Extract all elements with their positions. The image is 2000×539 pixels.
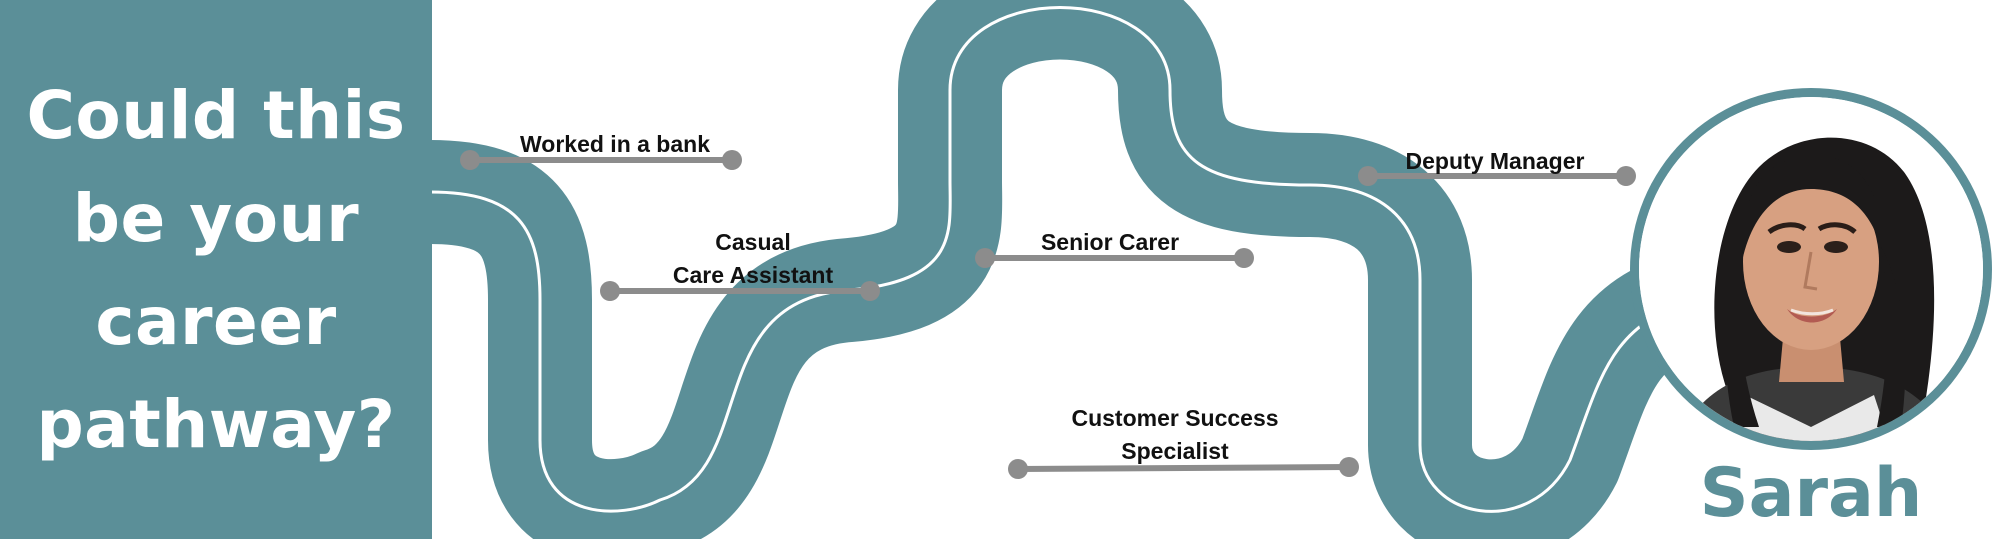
milestone-label-line: Senior Carer bbox=[1040, 229, 1180, 255]
milestone-label-line: Worked in a bank bbox=[519, 131, 710, 157]
milestone-label-line: Casual bbox=[715, 229, 791, 255]
milestone-customer-success-specialist-label: Customer Success Specialist bbox=[1050, 402, 1300, 468]
connector-worked-in-a-bank-end-dot bbox=[722, 150, 742, 170]
connector-customer-success-line bbox=[1017, 464, 1350, 472]
milestone-label-line: Care Assistant bbox=[672, 262, 834, 288]
connector-deputy-manager-end-dot bbox=[1616, 166, 1636, 186]
connector-casual-care-assistant-start-dot bbox=[600, 281, 620, 301]
headline-line: career bbox=[95, 282, 337, 360]
connector-deputy-manager-start-dot bbox=[1358, 166, 1378, 186]
milestone-worked-in-a-bank-label: Worked in a bank bbox=[505, 128, 725, 161]
headline-panel: Could this be your career pathway? bbox=[0, 0, 432, 539]
connector-customer-success-end-dot bbox=[1339, 457, 1359, 477]
headline-line: Could this bbox=[26, 76, 406, 154]
milestone-label-line: Specialist bbox=[1121, 438, 1229, 464]
connector-casual-care-assistant-end-dot bbox=[860, 281, 880, 301]
connector-senior-carer-end-dot bbox=[1234, 248, 1254, 268]
headline-line: be your bbox=[72, 179, 360, 257]
milestone-label-line: Customer Success bbox=[1071, 405, 1279, 431]
headline-line: pathway? bbox=[36, 385, 396, 463]
portrait-illustration bbox=[1639, 97, 1983, 441]
milestone-deputy-manager-label: Deputy Manager bbox=[1380, 145, 1610, 178]
milestone-senior-carer-label: Senior Carer bbox=[1010, 226, 1210, 259]
milestone-connectors bbox=[460, 150, 1636, 479]
portrait-photo bbox=[1639, 97, 1983, 441]
road-center-line bbox=[429, 6, 1701, 513]
connector-worked-in-a-bank-start-dot bbox=[460, 150, 480, 170]
person-name: Sarah bbox=[1699, 454, 1923, 533]
milestone-casual-care-assistant-label: Casual Care Assistant bbox=[648, 226, 858, 292]
connector-senior-carer-start-dot bbox=[975, 248, 995, 268]
connector-customer-success-start-dot bbox=[1008, 459, 1028, 479]
milestone-label-line: Deputy Manager bbox=[1405, 148, 1585, 174]
portrait-frame bbox=[1630, 88, 1992, 450]
